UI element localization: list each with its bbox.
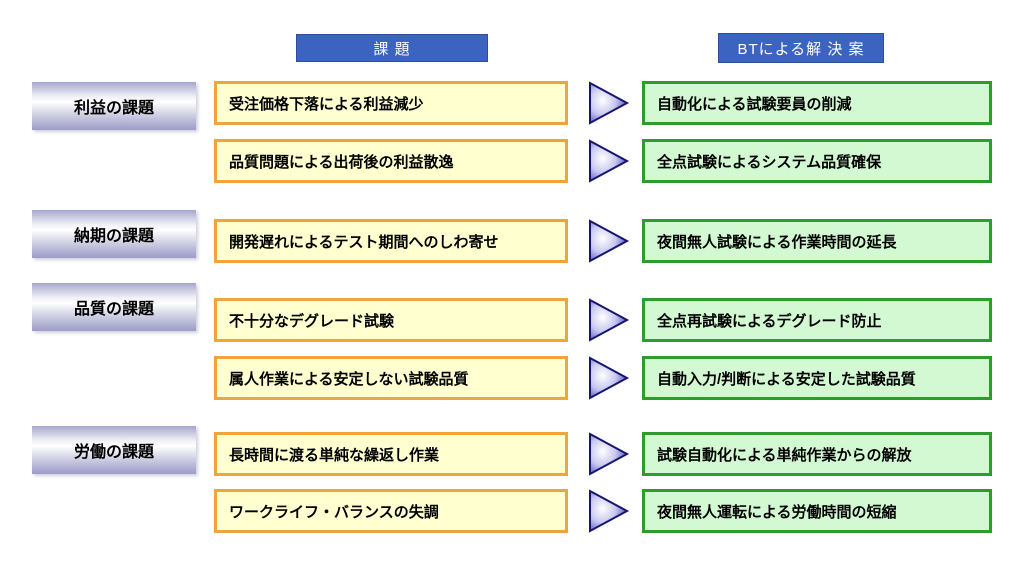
solution-box: 夜間無人運転による労働時間の短縮 [642, 489, 992, 533]
solution-text: 自動化による試験要員の削減 [657, 95, 852, 113]
solution-box: 自動入力/判断による安定した試験品質 [642, 356, 992, 400]
solution-column-header: BTによる解 決 案 [718, 33, 884, 63]
challenge-text: 属人作業による安定しない試験品質 [229, 370, 469, 388]
solution-text: 自動入力/判断による安定した試験品質 [657, 370, 916, 388]
challenge-text: 受注価格下落による利益減少 [229, 95, 424, 113]
solution-box: 全点再試験によるデグレード防止 [642, 298, 992, 342]
solution-box: 全点試験によるシステム品質確保 [642, 139, 992, 183]
solution-text: 全点再試験によるデグレード防止 [657, 312, 882, 330]
challenge-box: 属人作業による安定しない試験品質 [214, 356, 568, 400]
category-label: 労働の課題 [73, 444, 154, 461]
category-label: 納期の課題 [73, 228, 154, 245]
right-arrow-icon [589, 432, 630, 476]
right-arrow-icon [589, 139, 630, 183]
right-arrow-icon [589, 219, 630, 263]
challenge-box: ワークライフ・バランスの失調 [214, 489, 568, 533]
category-profit: 利益の課題 [32, 82, 196, 130]
challenge-box: 不十分なデグレード試験 [214, 298, 568, 342]
challenge-box: 受注価格下落による利益減少 [214, 81, 568, 125]
category-labor: 労働の課題 [32, 426, 196, 474]
category-delivery: 納期の課題 [32, 210, 196, 258]
challenge-header-label: 課 題 [373, 40, 411, 58]
right-arrow-icon [589, 298, 630, 342]
category-quality: 品質の課題 [32, 283, 196, 331]
solution-header-label: BTによる解 決 案 [737, 40, 865, 58]
challenge-text: ワークライフ・バランスの失調 [229, 503, 439, 521]
challenge-column-header: 課 題 [296, 34, 488, 62]
solution-text: 試験自動化による単純作業からの解放 [657, 446, 912, 464]
category-label: 利益の課題 [73, 100, 154, 117]
right-arrow-icon [589, 356, 630, 400]
right-arrow-icon [589, 81, 630, 125]
category-label: 品質の課題 [73, 301, 154, 318]
solution-text: 全点試験によるシステム品質確保 [657, 153, 882, 171]
challenge-box: 長時間に渡る単純な繰返し作業 [214, 432, 568, 476]
challenge-box: 開発遅れによるテスト期間へのしわ寄せ [214, 219, 568, 263]
challenge-text: 開発遅れによるテスト期間へのしわ寄せ [229, 233, 499, 251]
challenge-text: 長時間に渡る単純な繰返し作業 [229, 446, 440, 464]
solution-text: 夜間無人運転による労働時間の短縮 [657, 503, 897, 521]
challenge-text: 不十分なデグレード試験 [229, 312, 395, 330]
solution-text: 夜間無人試験による作業時間の延長 [657, 233, 897, 251]
challenge-text: 品質問題による出荷後の利益散逸 [229, 153, 454, 171]
solution-box: 夜間無人試験による作業時間の延長 [642, 219, 992, 263]
solution-box: 自動化による試験要員の削減 [642, 81, 992, 125]
solution-box: 試験自動化による単純作業からの解放 [642, 432, 992, 476]
challenge-box: 品質問題による出荷後の利益散逸 [214, 139, 568, 183]
right-arrow-icon [589, 489, 630, 533]
